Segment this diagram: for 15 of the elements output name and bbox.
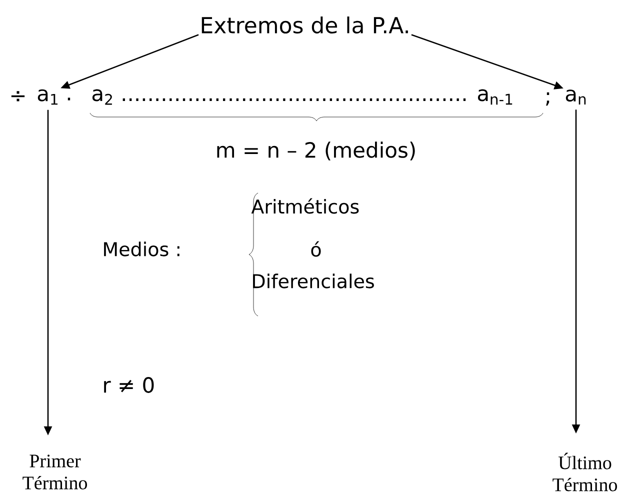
term-symbol: a$_{n}$ (566, 90, 586, 104)
heading-label: Extremos de la P.A. (202, 16, 408, 34)
text-label: m = n – 2 (medios) (217, 142, 415, 160)
text-label: ; (546, 92, 550, 106)
text-label: . (68, 98, 70, 100)
term-label: Primer Término (22, 454, 87, 490)
text-label: ÷ (11, 91, 25, 102)
term-label: Último Término (552, 452, 617, 492)
text-label: a$_{2}$ .................................................... a$_{n-1}$ (92, 89, 512, 105)
text-label: ó (311, 241, 321, 257)
text-label: r ≠ 0 (104, 377, 154, 393)
text-label: Medios : (104, 242, 180, 256)
term-symbol: a$_{1}$ (38, 89, 58, 105)
text-label: Diferenciales (253, 274, 374, 288)
text-label: Aritméticos (251, 198, 359, 214)
